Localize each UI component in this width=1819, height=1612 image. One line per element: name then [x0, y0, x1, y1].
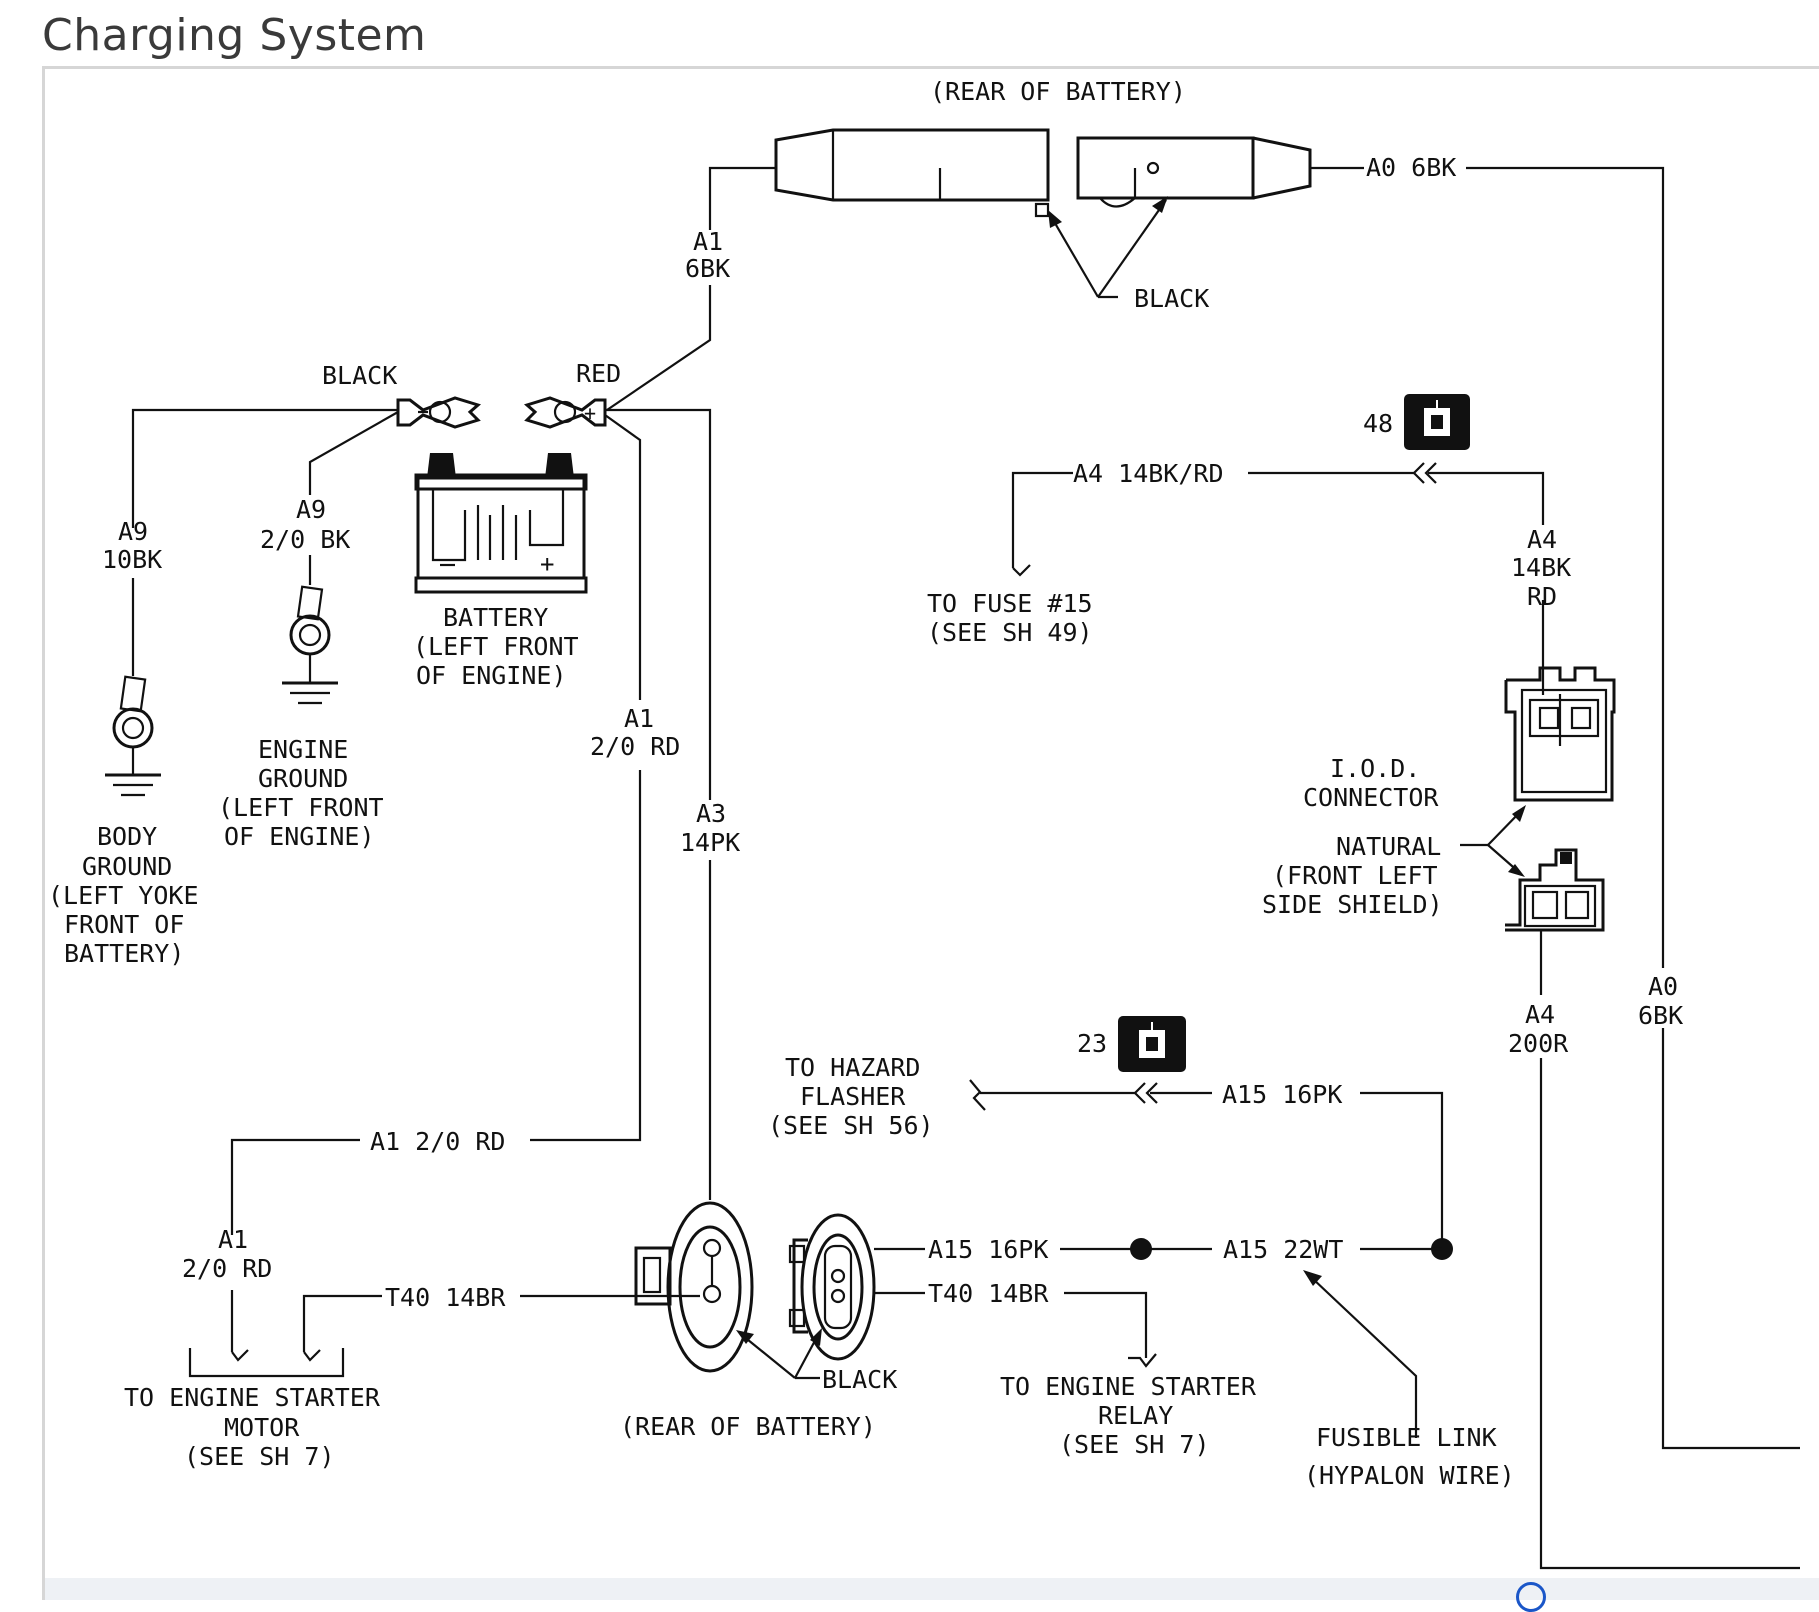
label-natural-1: NATURAL	[1336, 832, 1441, 861]
label-a4-14bkrd: A4 14BK/RD	[1073, 459, 1224, 488]
svg-text:+: +	[540, 550, 554, 578]
black-terminal	[396, 396, 482, 429]
label-rear-of-battery-bottom: (REAR OF BATTERY)	[620, 1412, 876, 1441]
svg-text:+: +	[584, 401, 596, 425]
label-fusible-1: FUSIBLE LINK	[1316, 1423, 1497, 1452]
label-10bk: 10BK	[102, 545, 162, 574]
label-6bk-low: 6BK	[1638, 1001, 1683, 1030]
label-rear-of-battery-top: (REAR OF BATTERY)	[930, 77, 1186, 106]
bottom-toolbar	[45, 1578, 1819, 1600]
label-starter-motor-2: MOTOR	[224, 1413, 300, 1442]
label-a15-22wt: A15 22WT	[1223, 1235, 1343, 1264]
label-engine-ground-3: (LEFT FRONT	[218, 793, 384, 822]
label-black-top: BLACK	[1134, 284, 1209, 313]
label-body-ground-1: BODY	[97, 822, 157, 851]
label-a15-16pk-top: A15 16PK	[1222, 1080, 1342, 1109]
label-a4-low: A4	[1525, 1000, 1555, 1029]
label-fusible-2: (HYPALON WIRE)	[1304, 1461, 1515, 1490]
label-battery-1: BATTERY	[443, 603, 548, 632]
label-red-terminal: RED	[576, 359, 621, 388]
label-a4-r: A4	[1527, 525, 1557, 554]
red-terminal: +	[523, 396, 607, 429]
label-body-ground-2: GROUND	[82, 852, 172, 881]
label-a15-16pk-bottom: A15 16PK	[928, 1235, 1048, 1264]
label-a9: A9	[118, 517, 148, 546]
label-body-ground-4: FRONT OF	[64, 910, 184, 939]
iod-connector-icon	[1504, 666, 1616, 802]
label-hazard-2: FLASHER	[800, 1082, 906, 1111]
label-rd: RD	[1527, 582, 1557, 611]
label-natural-3: SIDE SHIELD)	[1262, 890, 1443, 919]
page-title: Charging System	[42, 10, 427, 61]
label-a1-low: A1	[218, 1225, 248, 1254]
label-a0-6bk-top: A0 6BK	[1366, 153, 1456, 182]
label-iod-1: I.O.D.	[1330, 754, 1420, 783]
label-23: 23	[1077, 1029, 1107, 1058]
label-black-bottom: BLACK	[822, 1365, 897, 1394]
label-t40-14br-left: T40 14BR	[385, 1283, 506, 1312]
label-battery-2: (LEFT FRONT	[413, 632, 579, 661]
label-2-0-rd-low: 2/0 RD	[182, 1254, 272, 1283]
body-ground-icon	[105, 675, 161, 797]
label-a1-2-0-rd: A1 2/0 RD	[370, 1127, 505, 1156]
alternator-connector-right	[788, 1213, 876, 1361]
label-body-ground-3: (LEFT YOKE	[48, 881, 199, 910]
top-connector	[774, 128, 1312, 218]
label-a9-b: A9	[296, 495, 326, 524]
label-hazard-1: TO HAZARD	[785, 1053, 920, 1082]
label-starter-relay-3: (SEE SH 7)	[1059, 1430, 1210, 1459]
label-starter-motor-1: TO ENGINE STARTER	[124, 1383, 381, 1412]
label-2-0-rd-mid: 2/0 RD	[590, 732, 680, 761]
connector-23-icon	[1118, 1016, 1186, 1072]
label-a0-low: A0	[1648, 972, 1678, 1001]
connector-48-icon	[1404, 394, 1470, 450]
label-200r: 200R	[1508, 1029, 1569, 1058]
label-a1: A1	[693, 227, 723, 256]
label-iod-2: CONNECTOR	[1303, 783, 1439, 812]
label-fuse-1: TO FUSE #15	[927, 589, 1093, 618]
label-starter-relay-1: TO ENGINE STARTER	[1000, 1372, 1257, 1401]
label-hazard-3: (SEE SH 56)	[768, 1111, 934, 1140]
natural-connector-icon	[1505, 848, 1605, 932]
label-a1-mid: A1	[624, 704, 654, 733]
label-14bk: 14BK	[1511, 553, 1571, 582]
label-starter-relay-2: RELAY	[1098, 1401, 1173, 1430]
label-t40-14br-right: T40 14BR	[928, 1279, 1049, 1308]
label-fuse-2: (SEE SH 49)	[927, 618, 1093, 647]
plus-circle-icon[interactable]	[1516, 1582, 1546, 1612]
label-a3: A3	[696, 799, 726, 828]
label-battery-3: OF ENGINE)	[416, 661, 567, 690]
label-body-ground-5: BATTERY)	[64, 939, 184, 968]
label-engine-ground-2: GROUND	[258, 764, 348, 793]
diagram-frame	[42, 66, 1819, 1600]
label-14pk: 14PK	[680, 828, 740, 857]
battery-icon: +	[414, 453, 588, 594]
label-48: 48	[1363, 409, 1393, 438]
label-engine-ground-4: OF ENGINE)	[224, 822, 375, 851]
label-6bk: 6BK	[685, 254, 730, 283]
label-2-0-bk: 2/0 BK	[260, 525, 350, 554]
label-engine-ground-1: ENGINE	[258, 735, 348, 764]
label-natural-2: (FRONT LEFT	[1272, 861, 1438, 890]
engine-ground-icon	[282, 585, 338, 705]
alternator-connector-left	[634, 1201, 754, 1373]
label-black-terminal: BLACK	[322, 361, 397, 390]
label-starter-motor-3: (SEE SH 7)	[184, 1442, 335, 1471]
